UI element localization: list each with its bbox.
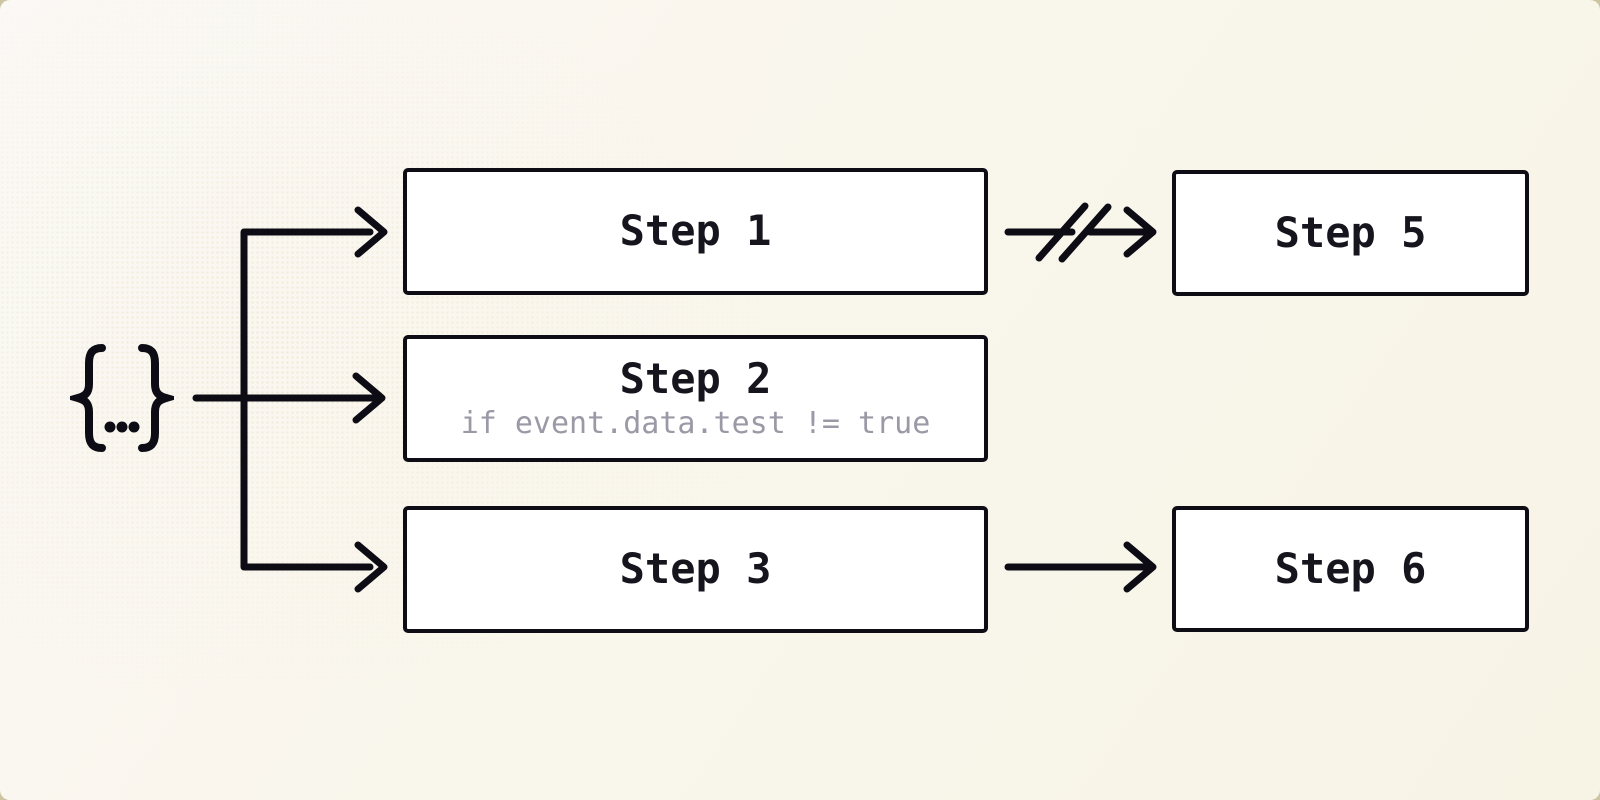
arrowhead-to-step2 xyxy=(352,372,386,424)
left-brace xyxy=(63,344,106,452)
node-step2: Step 2 if event.data.test != true xyxy=(403,335,988,462)
event-payload-source xyxy=(63,341,181,455)
step-condition: if event.data.test != true xyxy=(460,405,931,441)
arrowhead-to-step3 xyxy=(354,541,388,593)
ellipsis-dots xyxy=(104,421,140,433)
node-step1: Step 1 xyxy=(403,168,988,295)
node-step6: Step 6 xyxy=(1172,506,1529,632)
step-title: Step 1 xyxy=(619,206,772,256)
node-step3: Step 3 xyxy=(403,506,988,633)
cancel-slash-1 xyxy=(1035,202,1089,262)
arrowhead-to-step6 xyxy=(1123,541,1157,593)
edge-step1-step5-cancelled xyxy=(1004,202,1157,263)
right-brace xyxy=(138,344,181,452)
node-step5: Step 5 xyxy=(1172,170,1529,296)
json-object-icon xyxy=(63,344,181,452)
step-title: Step 6 xyxy=(1274,543,1427,593)
fanout-trunk-and-branches xyxy=(240,228,374,571)
arrowhead-to-step1 xyxy=(354,206,388,258)
step-title: Step 2 xyxy=(619,354,772,404)
step-title: Step 5 xyxy=(1274,207,1427,257)
cancel-slash-2 xyxy=(1058,203,1112,263)
edge-source-fanout xyxy=(192,206,388,593)
arrowhead-to-step5 xyxy=(1123,206,1157,258)
edge-step3-step6 xyxy=(1004,541,1157,593)
step-title: Step 3 xyxy=(619,544,772,594)
